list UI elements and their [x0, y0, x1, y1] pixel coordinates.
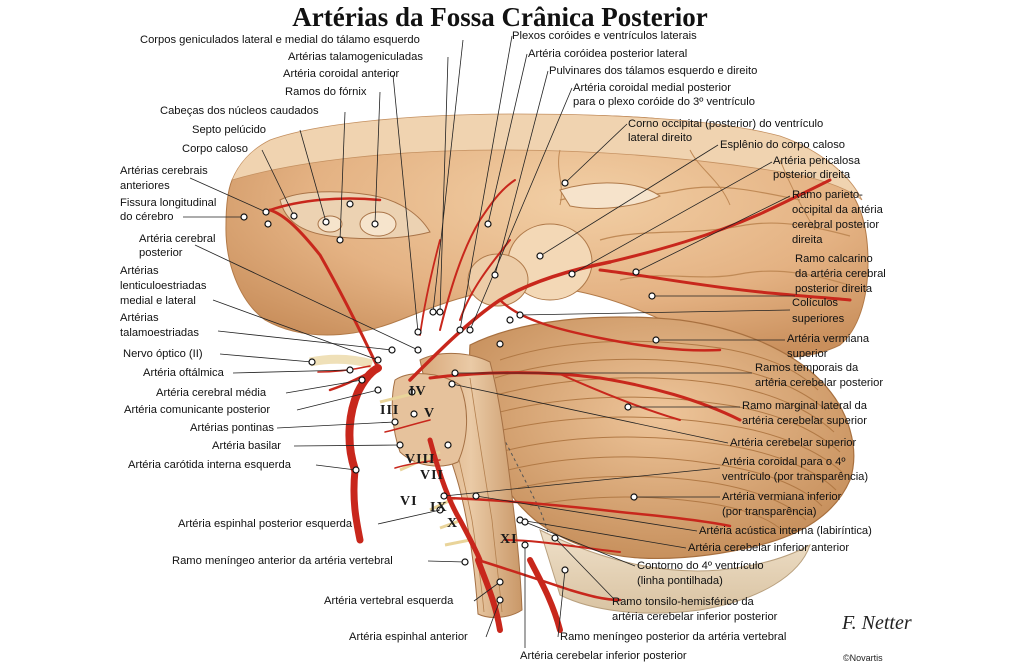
label-occipital-horn-2: lateral direito: [628, 132, 693, 144]
label-choroid-plexus-lateral-ventricles: Plexos coróides e ventrículos laterais: [512, 30, 697, 42]
nerve-ix-label: IX: [430, 500, 448, 515]
nerve-vi-label: VI: [400, 494, 418, 509]
artist-signature: F. Netter: [842, 612, 912, 634]
nerve-x-label: X: [447, 516, 459, 531]
label-thalamostriate-2: talamoestriadas: [120, 327, 199, 339]
label-septum-pellucidum: Septo pelúcido: [192, 124, 267, 136]
label-lenticulostriate-3: medial e lateral: [120, 295, 196, 307]
label-temporal-branches-2: artéria cerebelar posterior: [755, 377, 884, 389]
label-pontine-arteries: Artérias pontinas: [190, 422, 274, 434]
label-calcarine-3: posterior direita: [795, 283, 873, 295]
label-vertebral-anterior-meningeal-branch: Ramo meníngeo anterior da artéria verteb…: [172, 555, 393, 567]
label-optic-nerve: Nervo óptico (II): [123, 348, 203, 360]
label-anterior-spinal-artery: Artéria espinhal anterior: [349, 631, 468, 643]
label-left-posterior-spinal-artery: Artéria espinhal posterior esquerda: [178, 518, 353, 530]
label-fourth-ventricle-choroidal-1: Artéria coroidal para o 4º: [722, 456, 846, 468]
optic-nerve: [309, 354, 374, 369]
label-middle-cerebral-artery: Artéria cerebral média: [156, 387, 267, 399]
leader-lines: [183, 35, 795, 648]
label-posterior-meningeal-branch: Ramo meníngeo posterior da artéria verte…: [560, 631, 787, 643]
diagram-title: Artérias da Fossa Crânica Posterior: [292, 2, 708, 32]
label-lateral-marginal-2: artéria cerebelar superior: [742, 415, 867, 427]
label-parieto-occipital-1: Ramo parieto-: [792, 189, 863, 201]
label-left-vertebral-artery: Artéria vertebral esquerda: [324, 595, 454, 607]
label-lenticulostriate-2: lenticuloestriadas: [120, 280, 207, 292]
nerve-iii-label: III: [380, 403, 400, 418]
label-medial-posterior-choroidal-1: Artéria coroidal medial posterior: [573, 82, 731, 94]
label-ophthalmic-artery: Artéria oftálmica: [143, 367, 224, 379]
label-superior-vermian-2: superior: [787, 348, 828, 360]
label-left-internal-carotid-artery: Artéria carótida interna esquerda: [128, 459, 291, 471]
label-thalamogeniculate-arteries: Artérias talamogeniculadas: [288, 51, 423, 63]
label-calcarine-1: Ramo calcarino: [795, 253, 873, 265]
label-calcarine-2: da artéria cerebral: [795, 268, 886, 280]
label-caudate-heads: Cabeças dos núcleos caudados: [160, 105, 319, 117]
label-anterior-choroidal-artery: Artéria coroidal anterior: [283, 68, 400, 80]
label-tonsillohemispheric-1: Ramo tonsilo-hemisférico da: [612, 596, 754, 608]
label-basilar-artery: Artéria basilar: [212, 440, 282, 452]
label-fourth-ventricle-choroidal-2: ventrículo (por transparência): [722, 471, 869, 483]
label-fourth-ventricle-contour-1: Contorno do 4º ventrículo: [637, 560, 764, 572]
label-parieto-occipital-3: cerebral posterior: [792, 219, 880, 231]
leader-dots: [240, 179, 660, 604]
label-pericallosal-artery-2: posterior direita: [773, 169, 851, 181]
nerve-iv-label: IV: [409, 384, 427, 399]
label-occipital-horn-1: Corno occipital (posterior) do ventrícul…: [628, 118, 824, 130]
artery-network: [268, 178, 852, 633]
label-pericallosal-artery-1: Artéria pericalosa: [773, 155, 861, 167]
label-pulvinar: Pulvinares dos tálamos esquerdo e direit…: [549, 65, 758, 77]
label-corpus-callosum: Corpo caloso: [182, 143, 248, 155]
label-posterior-communicating-artery: Artéria comunicante posterior: [124, 404, 271, 416]
nerve-v-label: V: [424, 406, 436, 421]
label-parieto-occipital-4: direita: [792, 234, 823, 246]
label-posterior-cerebral-artery-1: Artéria cerebral: [139, 233, 216, 245]
label-lateral-posterior-choroidal-artery: Artéria coróidea posterior lateral: [528, 48, 688, 60]
label-inferior-vermian-2: (por transparência): [722, 506, 817, 518]
label-pica: Artéria cerebelar inferior posterior: [520, 650, 687, 662]
nerve-vii-label: VII: [420, 468, 445, 483]
nerve-xi-label: XI: [500, 532, 518, 547]
label-medial-posterior-choroidal-2: para o plexo coróide do 3º ventrículo: [573, 96, 755, 108]
label-longitudinal-fissure-2: do cérebro: [120, 211, 174, 223]
label-fornix-branches: Ramos do fórnix: [285, 86, 367, 98]
label-longitudinal-fissure-1: Fissura longitudinal: [120, 197, 217, 209]
label-lateral-medial-geniculate-bodies: Corpos geniculados lateral e medial do t…: [140, 34, 420, 46]
label-labyrinthine-artery: Artéria acústica interna (labiríntica): [699, 525, 872, 537]
label-thalamostriate-1: Artérias: [120, 312, 159, 324]
label-lateral-marginal-1: Ramo marginal lateral da: [742, 400, 867, 412]
label-anterior-cerebral-arteries-2: anteriores: [120, 180, 170, 192]
nerve-viii-label: VIII: [405, 452, 436, 467]
label-lenticulostriate-1: Artérias: [120, 265, 159, 277]
label-superior-vermian-1: Artéria vermiana: [787, 333, 870, 345]
label-inferior-vermian-1: Artéria vermiana inferior: [722, 491, 842, 503]
label-parieto-occipital-2: occipital da artéria: [792, 204, 883, 216]
label-tonsillohemispheric-2: artéria cerebelar inferior posterior: [612, 611, 778, 623]
label-superior-colliculi-2: superiores: [792, 313, 845, 325]
label-splenium: Esplênio do corpo caloso: [720, 139, 846, 151]
label-anterior-cerebral-arteries-1: Artérias cerebrais: [120, 165, 208, 177]
cerebrum: [225, 113, 869, 359]
copyright-brand: ©Novartis: [843, 653, 883, 663]
label-superior-colliculi-1: Colículos: [792, 297, 839, 309]
label-superior-cerebellar-artery: Artéria cerebelar superior: [730, 437, 857, 449]
label-aica: Artéria cerebelar inferior anterior: [688, 542, 850, 554]
label-fourth-ventricle-contour-2: (linha pontilhada): [637, 575, 723, 587]
label-posterior-cerebral-artery-2: posterior: [139, 247, 183, 259]
label-temporal-branches-1: Ramos temporais da: [755, 362, 859, 374]
